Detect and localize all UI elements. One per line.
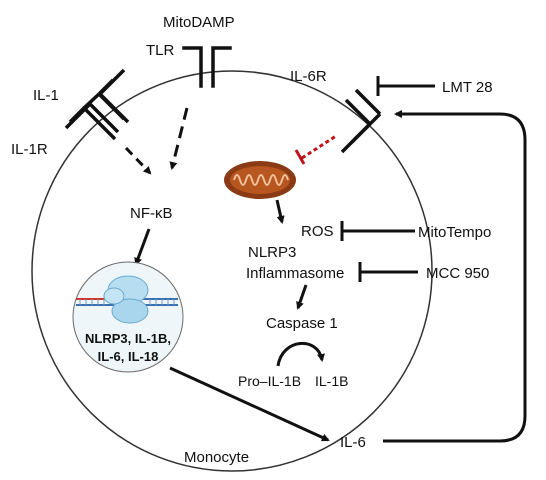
nucleus-to-il6-arrow — [169, 366, 330, 442]
label-il6: IL-6 — [340, 434, 366, 451]
mito-il6r-inhibition — [294, 134, 337, 165]
label-nlrp3: NLRP3 — [248, 244, 296, 261]
mito-to-ros-arrow — [275, 199, 285, 224]
caspase-conversion-arrow — [276, 342, 325, 367]
il6-feedback-loop — [383, 110, 527, 443]
mitochondrion-icon — [224, 161, 296, 199]
mitotempo-inhibitor — [340, 221, 415, 241]
label-tlr: TLR — [146, 42, 175, 59]
label-il1r: IL-1R — [11, 141, 48, 158]
ros-to-nlrp3-arrow — [296, 284, 308, 310]
cell-membrane — [31, 70, 433, 472]
label-inflammasome: Inflammasome — [246, 265, 344, 282]
tlr-receptor — [182, 46, 232, 88]
ribosome-icon — [103, 275, 149, 324]
mcc950-inhibitor — [358, 262, 418, 282]
lmt28-inhibitor — [376, 76, 435, 96]
label-monocyte: Monocyte — [184, 449, 249, 466]
label-mitodamp: MitoDAMP — [163, 14, 235, 31]
label-mcc950: MCC 950 — [426, 265, 489, 282]
label-pro-il1b: Pro–IL-1B — [238, 373, 301, 389]
label-il6r: IL-6R — [290, 68, 327, 85]
label-il1: IL-1 — [33, 87, 59, 104]
label-caspase1: Caspase 1 — [266, 315, 338, 332]
il1r-receptor-arms — [64, 68, 130, 134]
il6r-receptor — [340, 88, 382, 154]
label-genes-line1: NLRP3, IL-1B, — [85, 331, 171, 346]
label-nfkb: NF-κB — [130, 205, 173, 222]
label-il1b: IL-1B — [315, 373, 348, 389]
nfkb-to-nucleus-arrow — [134, 228, 151, 266]
label-genes-line2: IL-6, IL-18 — [98, 349, 159, 364]
signal-arrows — [124, 107, 189, 175]
label-ros: ROS — [301, 223, 334, 240]
label-lmt28: LMT 28 — [442, 79, 493, 96]
label-mitotempo: MitoTempo — [418, 224, 491, 241]
